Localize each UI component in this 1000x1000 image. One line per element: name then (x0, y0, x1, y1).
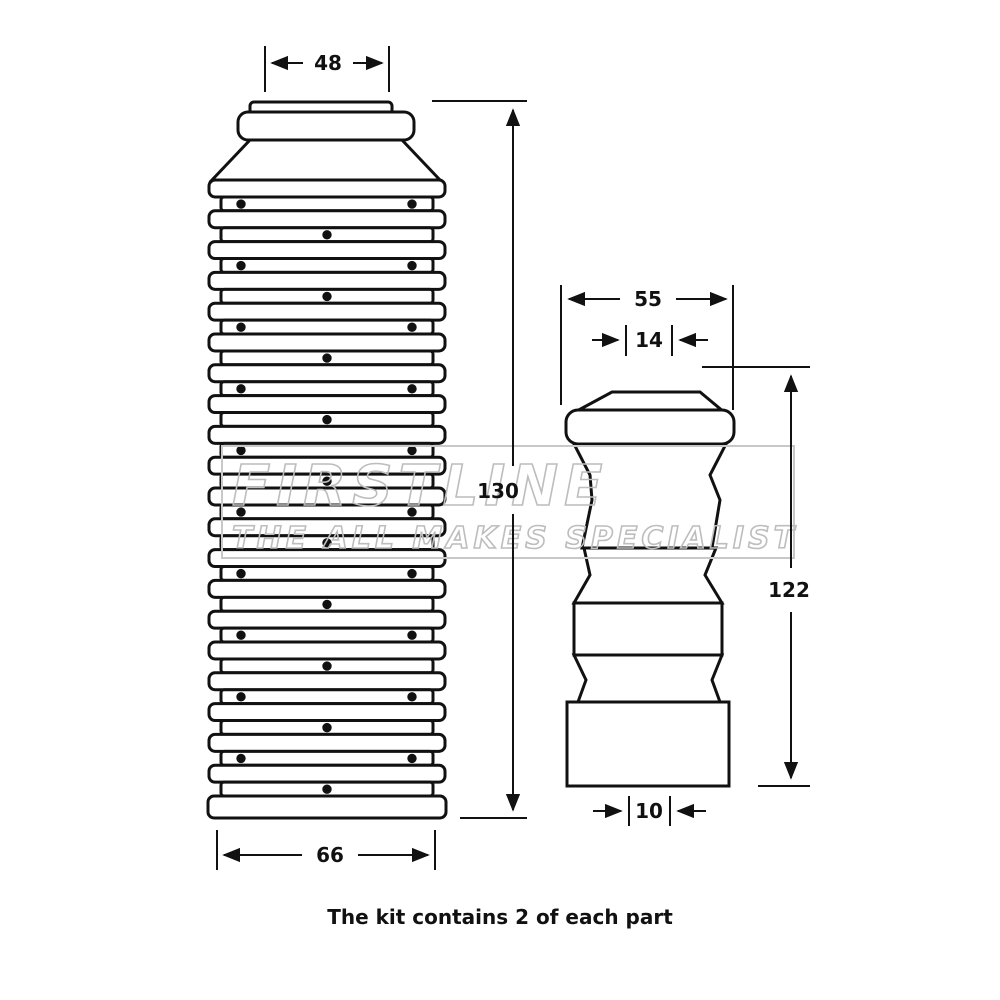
bellows-inner-groove (219, 688, 435, 706)
dim-top-diameter (264, 46, 390, 92)
dust-cover (206, 100, 448, 820)
bellows-outer-rib (207, 394, 447, 415)
bellows-outer-rib (207, 424, 447, 445)
bump-stop-base (565, 700, 731, 788)
watermark-tagline: THE ALL MAKES SPECIALIST (232, 521, 798, 556)
bump-stop-lower-waist (571, 653, 725, 704)
dim-bottom-diameter (216, 830, 436, 870)
vent-hole (236, 260, 246, 271)
bump-stop-outer-diameter-label: 55 (634, 287, 662, 311)
bellows-outer-rib (207, 609, 447, 630)
vent-hole (236, 322, 246, 332)
vent-hole (322, 353, 332, 363)
bump-stop-middle-band (572, 601, 724, 657)
vent-hole (407, 692, 417, 702)
bellows-outer-rib (207, 578, 447, 599)
dust-cover-ribs (207, 178, 447, 798)
vent-hole (407, 199, 417, 209)
bellows-outer-rib (207, 671, 447, 692)
vent-hole (407, 445, 417, 456)
dust-cover-top-diameter-label: 48 (314, 51, 342, 75)
bump-stop-top-bore-label: 14 (635, 328, 663, 352)
dim-dust-cover-length (432, 100, 527, 819)
bellows-outer-rib (207, 209, 447, 230)
vent-hole (407, 322, 417, 332)
dim-top-bore (592, 325, 708, 356)
vent-hole (236, 507, 246, 517)
bellows-inner-groove (219, 257, 435, 274)
bellows-outer-rib (207, 301, 447, 322)
bellows-outer-rib (207, 732, 447, 753)
bellows-outer-rib (207, 240, 447, 261)
vent-hole (236, 199, 246, 209)
vent-hole (236, 753, 246, 764)
bellows-outer-rib (207, 702, 447, 723)
vent-hole (407, 753, 417, 764)
bump-stop-bottom-bore-label: 10 (635, 799, 663, 823)
dust-cover-top-flange (236, 110, 416, 142)
bellows-outer-rib (207, 363, 447, 384)
vent-hole (236, 692, 246, 702)
watermark-brand: FIRSTLINE (232, 454, 608, 519)
vent-hole (322, 599, 332, 610)
bellows-outer-rib (207, 178, 447, 199)
bellows-inner-groove (219, 380, 435, 398)
bump-stop-length-label: 122 (768, 578, 810, 602)
vent-hole (236, 445, 246, 456)
bump-stop-middle-waist (571, 546, 725, 605)
bump-stop (564, 390, 736, 788)
vent-hole (322, 784, 332, 794)
kit-caption: The kit contains 2 of each part (327, 905, 673, 929)
dust-cover-shoulder (208, 138, 444, 182)
dim-bottom-bore (593, 796, 706, 826)
dim-bump-stop-length (702, 366, 810, 787)
vent-hole (322, 291, 332, 302)
vent-hole (322, 230, 332, 240)
bellows-outer-rib (207, 763, 447, 784)
vent-hole (322, 414, 332, 425)
vent-hole (322, 722, 332, 733)
vent-hole (407, 507, 417, 517)
vent-hole (236, 568, 246, 579)
vent-hole (407, 384, 417, 394)
vent-hole (407, 568, 417, 579)
vent-hole (236, 630, 246, 640)
vent-hole (236, 384, 246, 394)
dust-cover-bottom-diameter-label: 66 (316, 843, 344, 867)
vent-hole (407, 260, 417, 271)
dust-cover-bottom-skirt (206, 794, 448, 820)
vent-hole (322, 538, 332, 548)
bellows-inner-groove (219, 195, 435, 213)
bellows-outer-rib (207, 332, 447, 353)
bellows-inner-groove (219, 626, 435, 644)
watermark-frame (221, 445, 795, 559)
vent-hole (322, 661, 332, 671)
bellows-inner-groove (219, 318, 435, 336)
dim-outer-diameter (560, 285, 734, 410)
bellows-inner-groove (219, 565, 435, 582)
bellows-outer-rib (207, 640, 447, 661)
vent-hole (322, 476, 332, 486)
bellows-inner-groove (219, 749, 435, 767)
bump-stop-collar (564, 408, 736, 446)
bellows-outer-rib (207, 270, 447, 291)
dust-cover-length-label: 130 (477, 479, 519, 503)
vent-hole (407, 630, 417, 640)
